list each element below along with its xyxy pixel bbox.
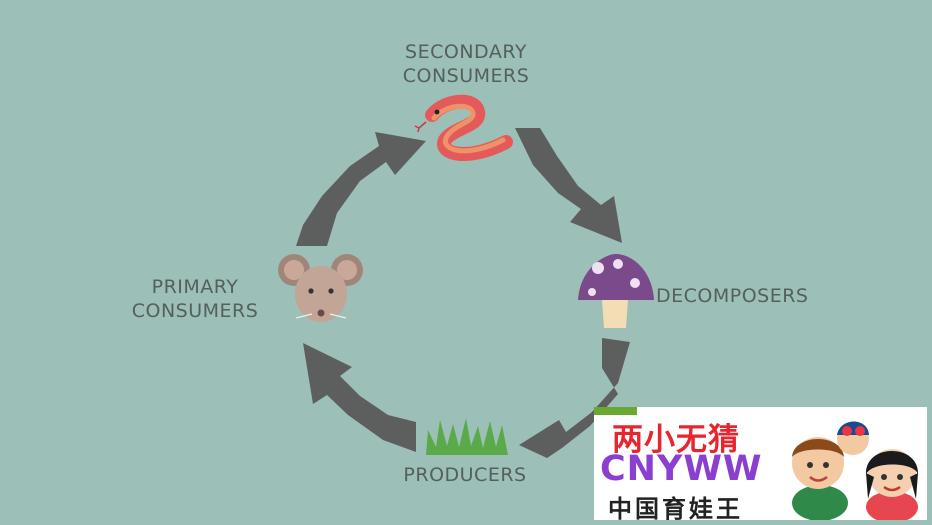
decomposers-line1: DECOMPOSERS xyxy=(656,285,809,307)
cartoon-children-logo xyxy=(792,421,919,520)
watermark-subtitle: 中国育娃王 xyxy=(608,495,743,523)
watermark-brand: CNYWW xyxy=(600,449,763,489)
arrow-producers-to-primary xyxy=(303,343,416,452)
secondary-consumers-label: SECONDARY CONSUMERS xyxy=(376,40,556,88)
producers-line1: PRODUCERS xyxy=(403,464,527,486)
mushroom-icon xyxy=(578,254,654,328)
primary-consumers-line1: PRIMARY xyxy=(151,276,239,298)
producers-label: PRODUCERS xyxy=(380,463,550,487)
secondary-consumers-line1: SECONDARY xyxy=(405,41,527,63)
arrow-secondary-to-decomposers xyxy=(515,128,622,243)
arrow-primary-to-secondary xyxy=(296,132,426,246)
primary-consumers-label: PRIMARY CONSUMERS xyxy=(110,275,280,323)
cycle-arrows xyxy=(296,128,630,458)
arrow-decomposers-to-producers xyxy=(519,338,630,458)
snake-icon xyxy=(414,94,513,161)
watermark-title: 两小无猜 xyxy=(612,422,740,458)
decomposers-label: DECOMPOSERS xyxy=(656,284,836,308)
secondary-consumers-line2: CONSUMERS xyxy=(402,65,530,87)
primary-consumers-line2: CONSUMERS xyxy=(131,300,259,322)
grass-icon xyxy=(426,418,508,455)
watermark-green-tab xyxy=(594,407,637,415)
mouse-icon xyxy=(278,254,363,322)
